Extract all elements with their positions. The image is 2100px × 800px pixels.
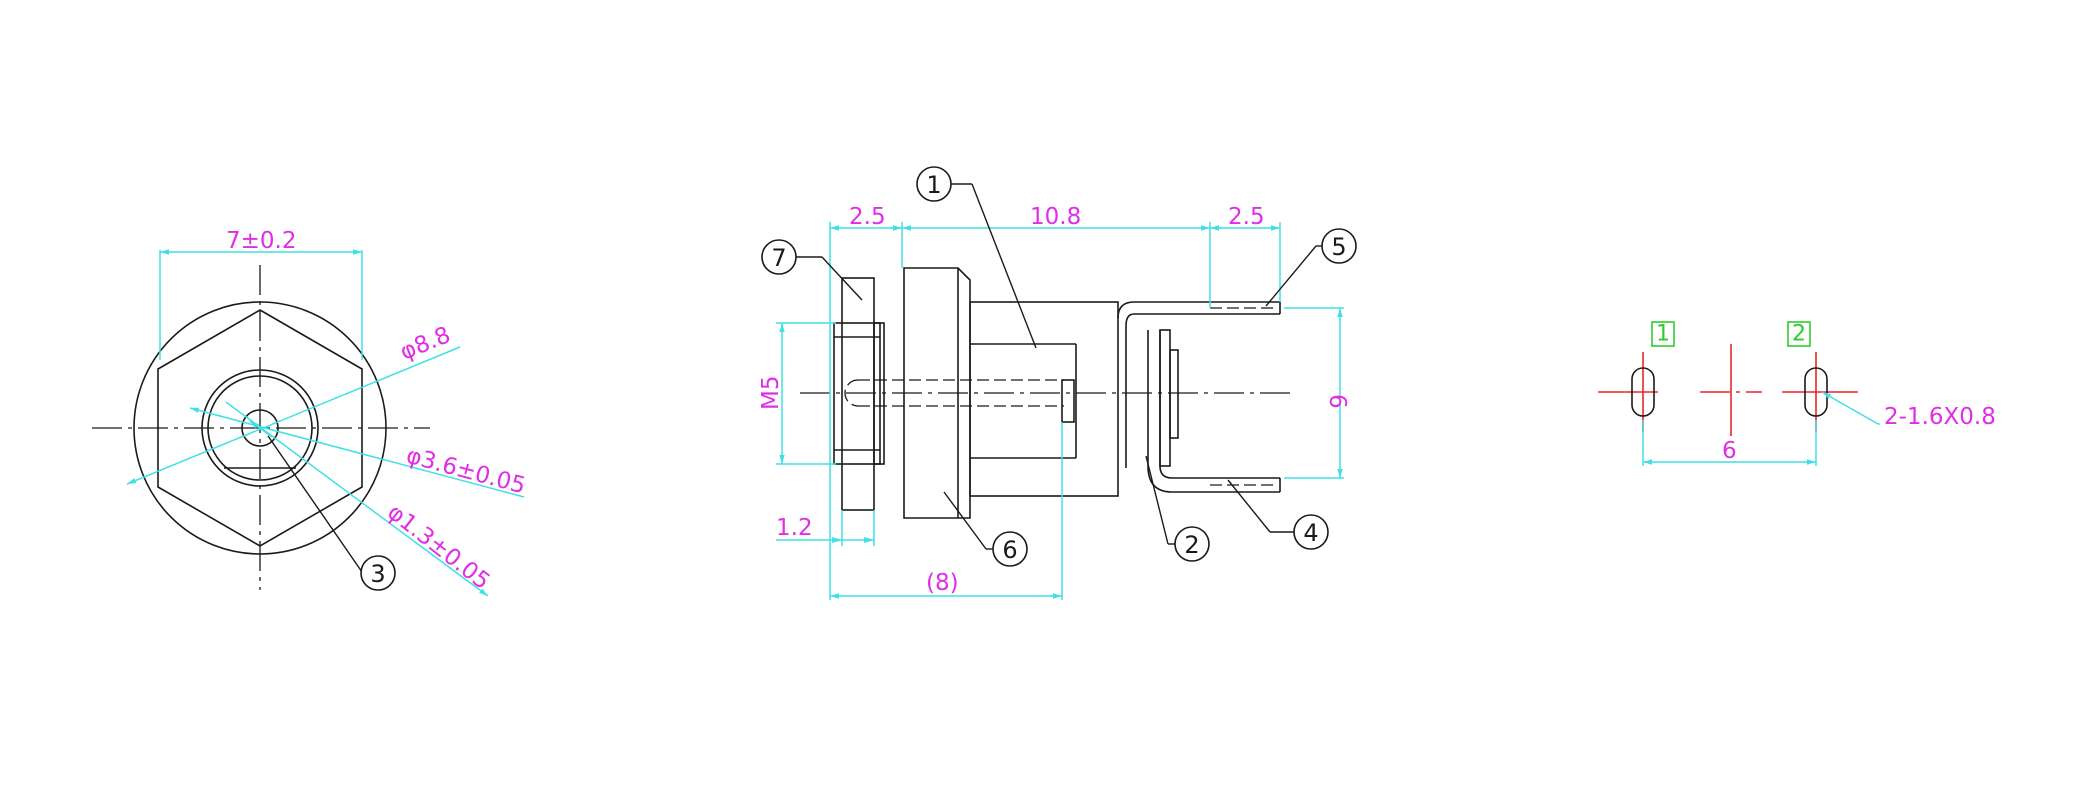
terminal-plate	[1159, 329, 1171, 467]
callout-1-number: 1	[926, 171, 941, 199]
pin-tip	[1061, 379, 1075, 423]
dim-mid-dia-label: φ3.6±0.05	[403, 443, 528, 500]
callout-6-bubble	[992, 531, 1028, 567]
callout-6-number: 6	[1002, 536, 1017, 564]
callout-4-number: 4	[1303, 519, 1318, 547]
thread-circle-outer	[201, 369, 319, 487]
callout-6-leader	[943, 491, 987, 550]
callout-5-leader	[1265, 245, 1317, 307]
outer-circle	[133, 301, 387, 555]
callout-4-leader	[1227, 479, 1271, 533]
callout-1-bubble	[916, 166, 952, 202]
dim-thk-label: 1.2	[776, 515, 813, 541]
leader-hole-dia-arrow	[249, 420, 273, 438]
slot-note-leader	[1821, 391, 1879, 425]
center-pin-hidden	[844, 379, 1064, 407]
pad-2-label-box	[1787, 321, 1811, 347]
pcb-layout: 1 2 6 2-1.6X0.8	[1598, 321, 1996, 466]
pad-1-slot	[1631, 367, 1655, 417]
callout-2-leader	[1145, 455, 1169, 545]
dim-pad-pitch-label: 6	[1722, 438, 1737, 464]
thk-arrow-1	[832, 537, 842, 543]
callout-1-leader	[971, 183, 1037, 349]
dim-width-label: 7±0.2	[226, 228, 296, 254]
hex-nut-outline	[157, 309, 363, 547]
dim-outer-dia-label: φ8.8	[397, 322, 455, 365]
callout-4-bubble	[1293, 514, 1329, 550]
pad-2-label: 2	[1792, 322, 1806, 347]
nut-flange	[841, 277, 875, 511]
dim-ref-label: (8)	[926, 570, 959, 596]
callout-7-bubble	[761, 239, 797, 275]
dim-hole-dia-label: φ1.3±0.05	[382, 499, 494, 595]
thread-circle-inner	[207, 375, 313, 481]
dim-body-label: 10.8	[1030, 204, 1081, 230]
callout-7-number: 7	[771, 244, 786, 272]
pad-1-label: 1	[1656, 322, 1670, 347]
front-view: 7±0.2 φ8.8 φ3.6±0.05 φ1.3±0.05 3	[92, 228, 528, 597]
slot-note-label: 2-1.6X0.8	[1884, 404, 1996, 430]
side-view: 2.5 10.8 2.5 M5 6 1.2 (8) 1 7	[758, 166, 1357, 600]
leader-hole-dia	[225, 401, 489, 597]
callout-7-leader	[821, 256, 863, 301]
callout-3-number: 3	[370, 560, 385, 588]
dim-thread-label: M5	[758, 376, 784, 410]
terminal-lower	[1147, 465, 1280, 493]
washer	[873, 322, 885, 465]
callout-3-bubble	[360, 555, 396, 591]
pin-hole	[241, 409, 279, 447]
leader-outer-dia	[126, 346, 461, 485]
leader-mid-dia	[189, 407, 525, 498]
callout-2-bubble	[1174, 526, 1210, 562]
dim-pitch-label: 6	[1324, 394, 1350, 409]
thread-stub	[833, 322, 881, 465]
thk-arrow-2	[864, 537, 874, 543]
pad-1-label-box	[1651, 321, 1675, 347]
callout-5-bubble	[1321, 228, 1357, 264]
callout-5-number: 5	[1331, 233, 1346, 261]
terminal-upper	[1117, 301, 1280, 468]
contact-block	[1169, 349, 1179, 439]
dim-terminal-label: 2.5	[1228, 204, 1265, 230]
callout-3-leader	[267, 435, 363, 573]
sleeve-body	[969, 301, 1119, 497]
callout-2-number: 2	[1184, 531, 1199, 559]
dim-flange-label: 2.5	[849, 204, 886, 230]
